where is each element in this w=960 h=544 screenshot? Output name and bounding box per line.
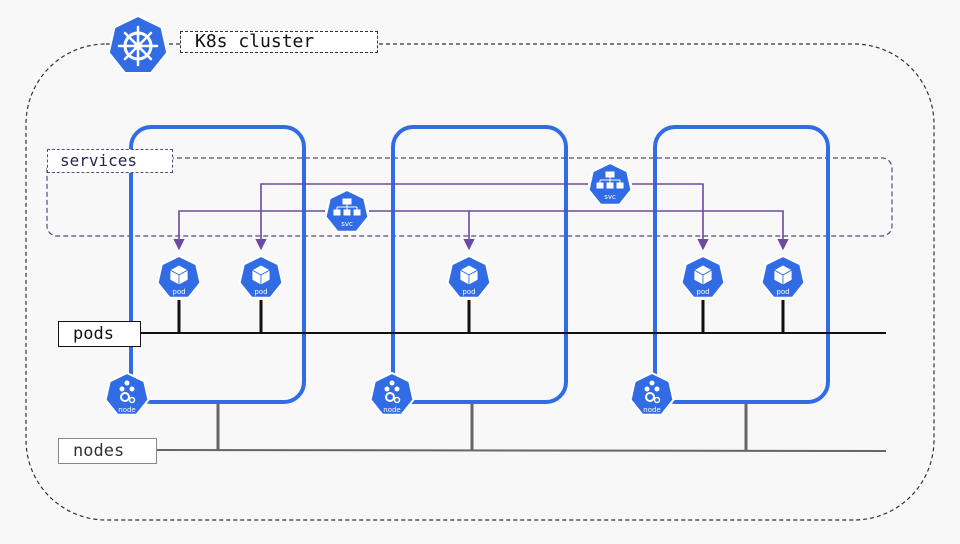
pod-icon: pod xyxy=(156,255,202,299)
service-svc-icon: svc xyxy=(324,189,370,233)
node-box-2 xyxy=(391,125,568,404)
service-routes-1 xyxy=(173,210,789,251)
pod-icon-label: pod xyxy=(776,288,789,296)
pod-icon: pod xyxy=(446,255,492,299)
node-box-3 xyxy=(653,125,830,404)
pod-icon-label: pod xyxy=(696,288,709,296)
nodes-label: nodes xyxy=(58,438,157,464)
node-box-1 xyxy=(129,125,306,404)
pod-icon: pod xyxy=(238,255,284,299)
pod-icon: pod xyxy=(680,255,726,299)
pod-icon-label: pod xyxy=(462,288,475,296)
node-icon: node xyxy=(369,372,415,416)
services-label: services xyxy=(47,149,173,173)
kubernetes-helm-icon xyxy=(107,14,169,74)
pod-icon-label: pod xyxy=(172,288,185,296)
svc-icon-label: svc xyxy=(604,193,616,201)
svc-icon-label: svc xyxy=(341,220,353,228)
service-routes-2 xyxy=(255,183,709,251)
node-icon: node xyxy=(104,372,150,416)
cluster-boundary xyxy=(25,43,935,521)
service-svc-icon: svc xyxy=(587,162,633,206)
cluster-label: K8s cluster xyxy=(180,31,378,53)
pod-icon: pod xyxy=(760,255,806,299)
node-icon-label: node xyxy=(118,406,135,414)
node-icon-label: node xyxy=(643,406,660,414)
pods-label: pods xyxy=(58,321,141,347)
pod-icon-label: pod xyxy=(254,288,267,296)
node-icon-label: node xyxy=(383,406,400,414)
services-boundary xyxy=(46,157,893,237)
node-network-line xyxy=(156,449,887,452)
node-icon: node xyxy=(629,372,675,416)
